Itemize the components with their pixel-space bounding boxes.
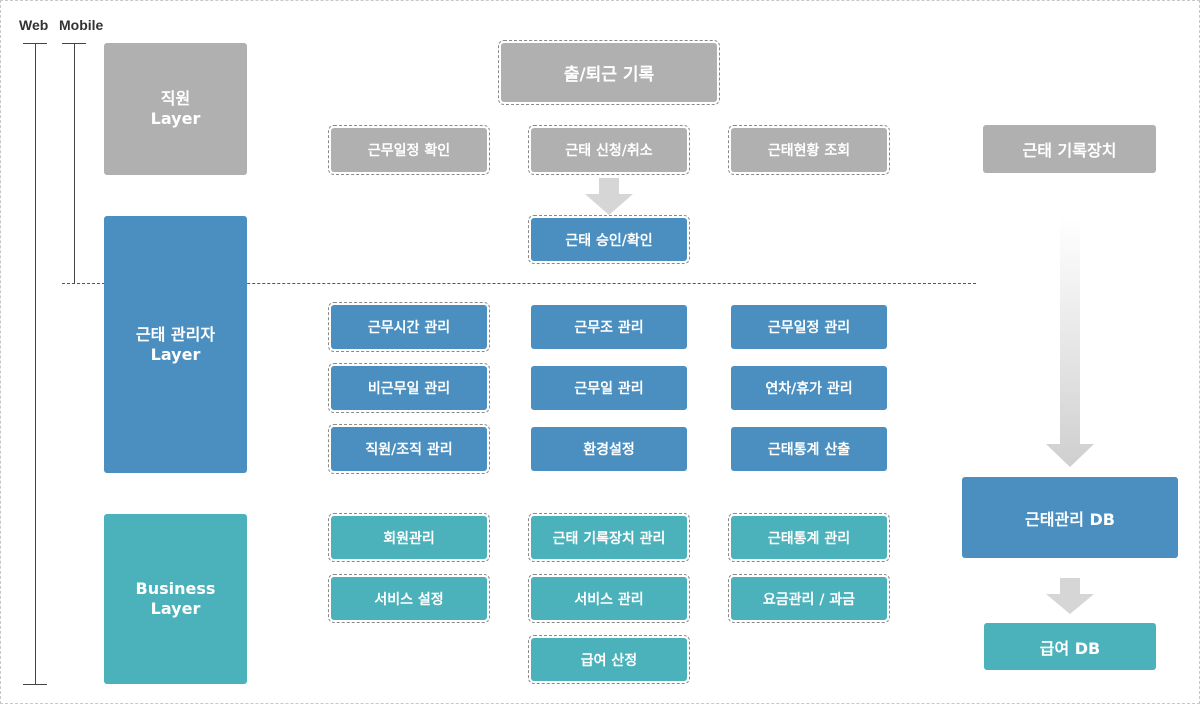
leave-mgmt-box: 연차/휴가 관리 xyxy=(731,366,887,410)
service-mgmt-box: 서비스 관리 xyxy=(528,574,690,623)
employee-layer-subtitle: Layer xyxy=(150,109,201,128)
attendance-request-box: 근태 신청/취소 xyxy=(528,125,690,175)
web-scale-line xyxy=(35,43,36,685)
work-schedule-mgmt-box: 근무일정 관리 xyxy=(731,305,887,349)
mobile-label: Mobile xyxy=(59,17,104,33)
business-layer-title: Business xyxy=(135,579,216,598)
manager-layer-subtitle: Layer xyxy=(150,344,201,364)
mobile-boundary-line xyxy=(62,283,976,284)
web-label: Web xyxy=(19,17,49,33)
payroll-calc-box: 급여 산정 xyxy=(528,635,690,684)
small-down-arrow-icon xyxy=(1046,578,1094,614)
service-settings-box: 서비스 설정 xyxy=(328,574,490,623)
staff-org-mgmt-box: 직원/조직 관리 xyxy=(328,424,490,474)
attendance-stats-calc-box: 근태통계 산출 xyxy=(731,427,887,471)
business-layer-subtitle: Layer xyxy=(150,599,201,618)
attendance-device-box: 근태 기록장치 xyxy=(983,125,1156,173)
web-scale-bottom-cap xyxy=(23,684,47,685)
member-mgmt-box: 회원관리 xyxy=(328,513,490,562)
manager-layer: 근태 관리자 Layer xyxy=(104,216,247,473)
non-work-day-mgmt-box: 비근무일 관리 xyxy=(328,363,490,413)
shift-mgmt-box: 근무조 관리 xyxy=(531,305,687,349)
work-day-mgmt-box: 근무일 관리 xyxy=(531,366,687,410)
attendance-stats-mgmt-box: 근태통계 관리 xyxy=(728,513,890,562)
mobile-scale-line xyxy=(74,43,75,283)
device-mgmt-box: 근태 기록장치 관리 xyxy=(528,513,690,562)
attendance-approval-box: 근태 승인/확인 xyxy=(528,215,690,264)
attendance-status-box: 근태현황 조회 xyxy=(728,125,890,175)
clock-in-out-record-box: 출/퇴근 기록 xyxy=(498,40,720,105)
manager-layer-title: 근태 관리자 xyxy=(135,324,216,344)
long-down-arrow-icon xyxy=(1046,218,1094,467)
payroll-db-box: 급여 DB xyxy=(984,623,1156,670)
attendance-db-box: 근태관리 DB xyxy=(962,477,1178,558)
down-arrow-icon xyxy=(585,178,633,215)
work-hours-mgmt-box: 근무시간 관리 xyxy=(328,302,490,352)
billing-box: 요금관리 / 과금 xyxy=(728,574,890,623)
business-layer: Business Layer xyxy=(104,514,247,684)
settings-box: 환경설정 xyxy=(531,427,687,471)
employee-layer-title: 직원 xyxy=(160,89,191,108)
work-schedule-check-box: 근무일정 확인 xyxy=(328,125,490,175)
employee-layer: 직원 Layer xyxy=(104,43,247,175)
